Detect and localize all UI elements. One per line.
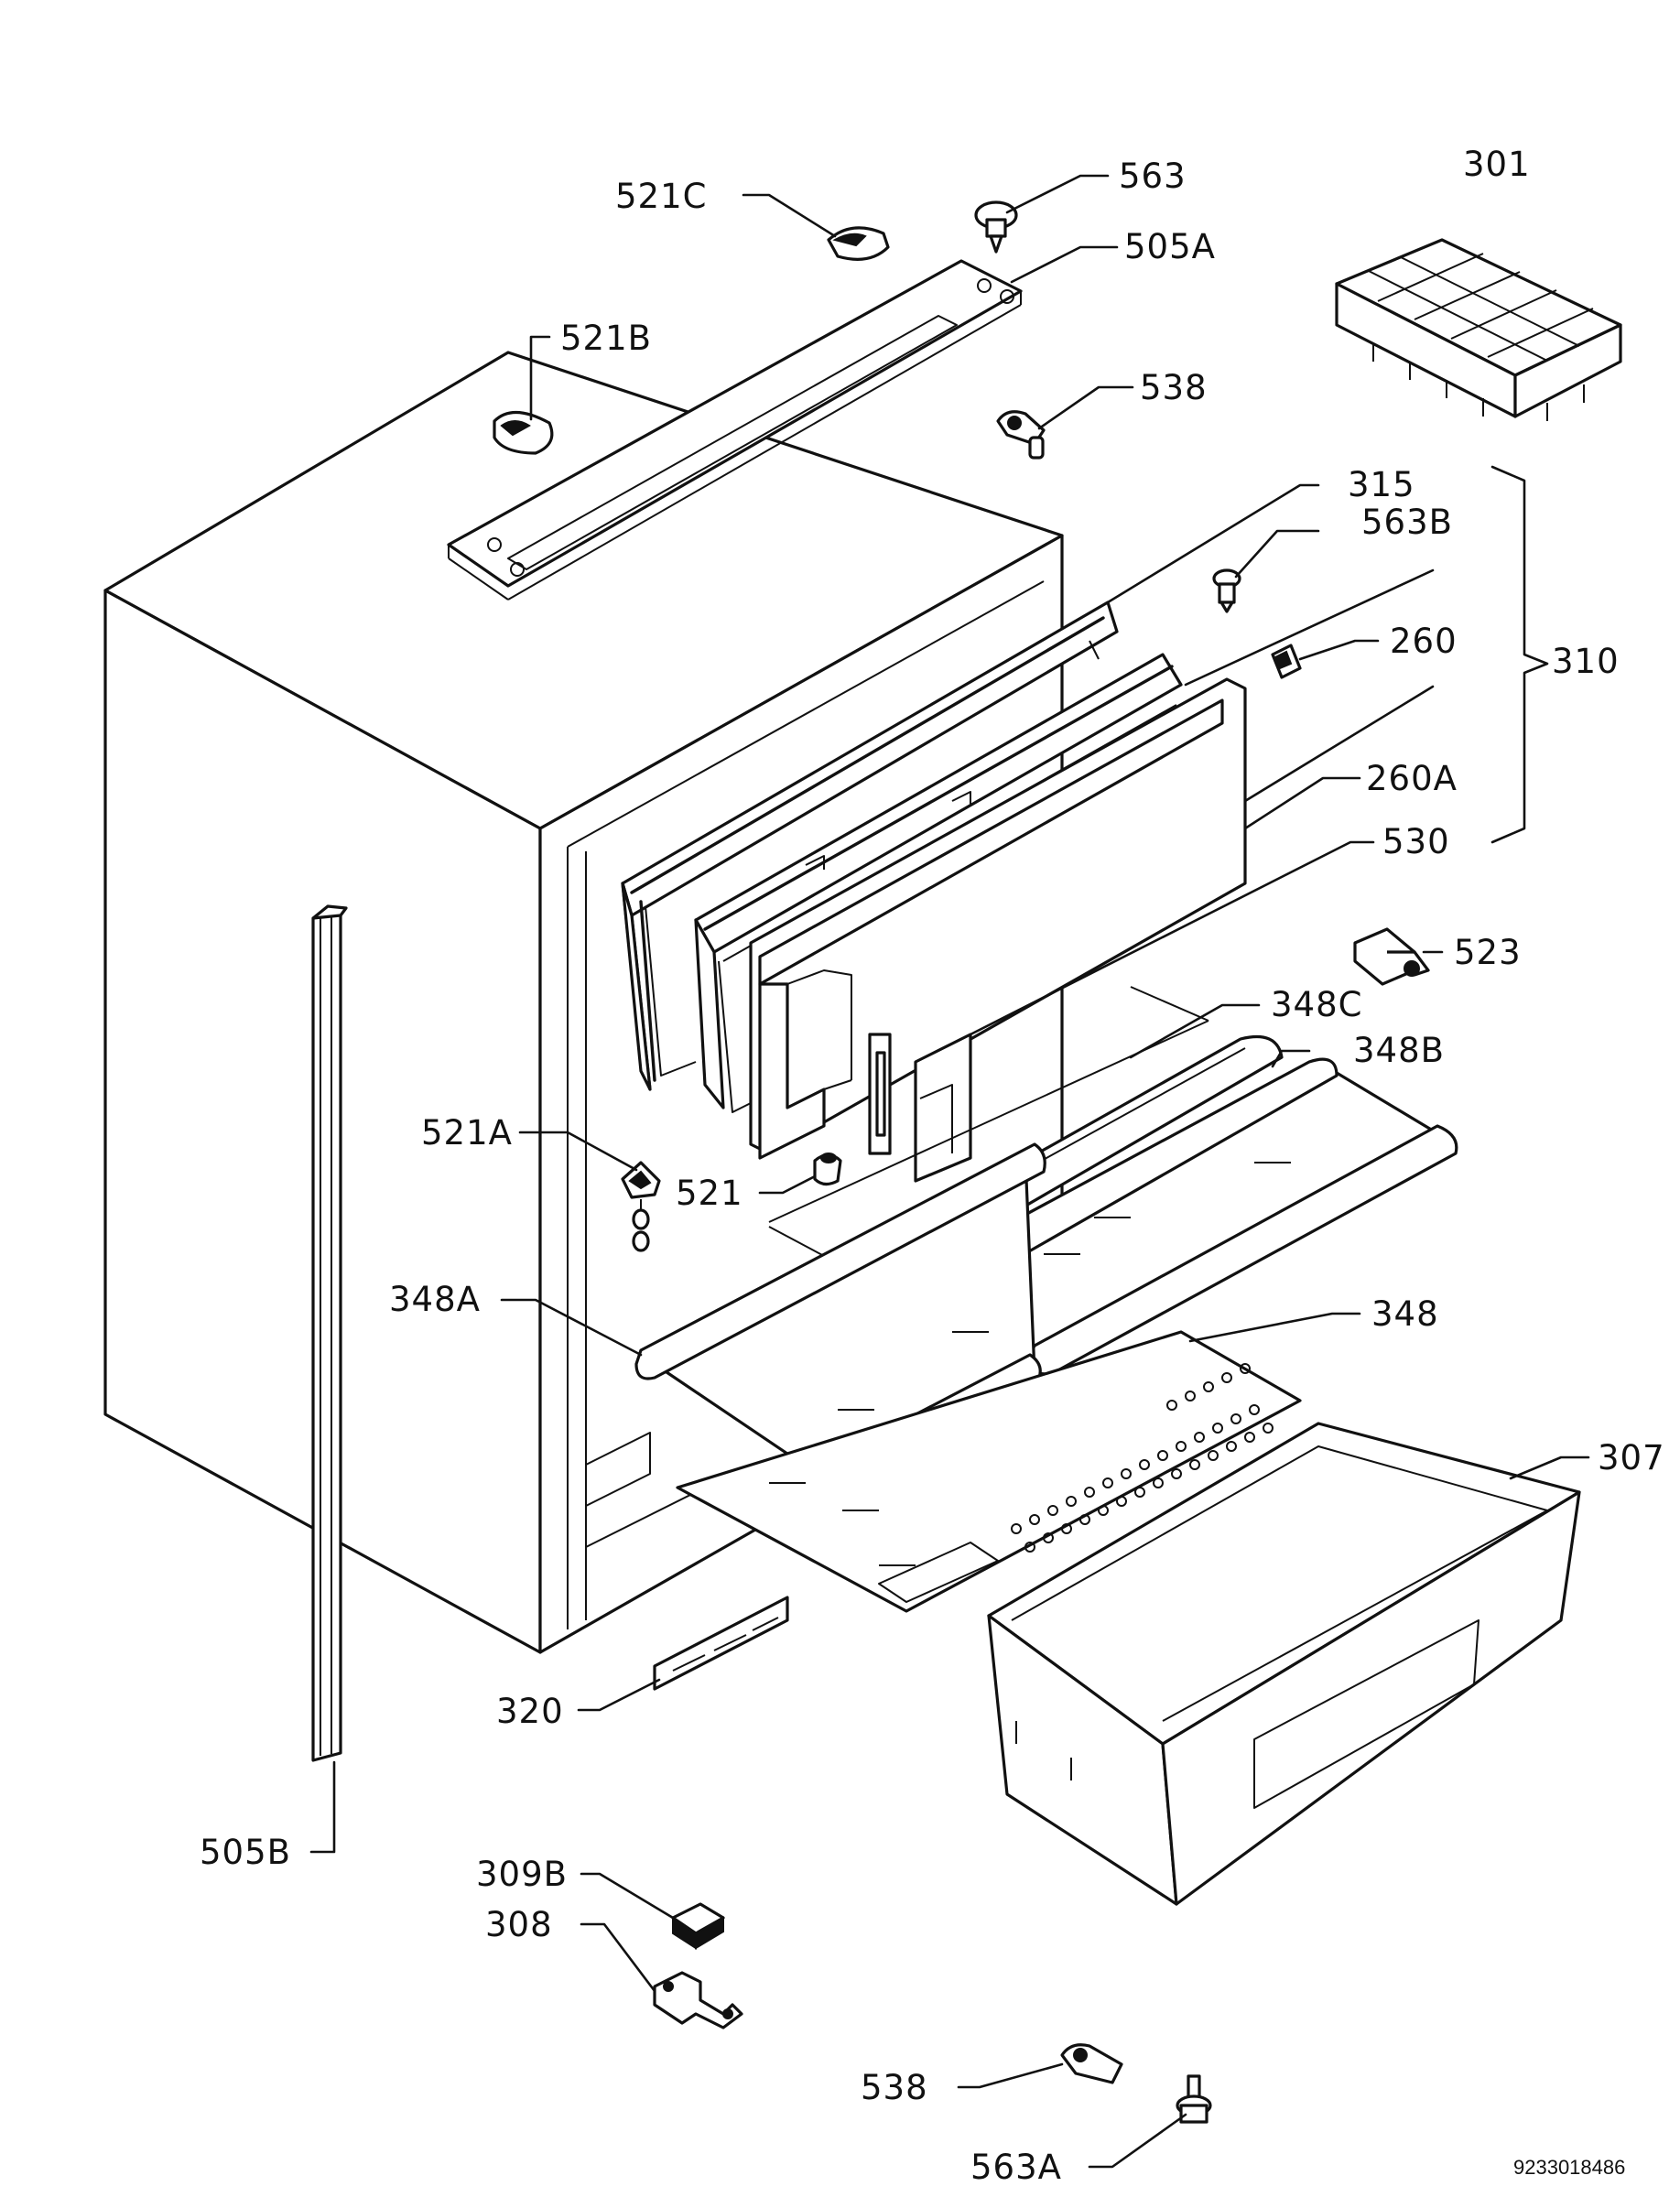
hinge-530 (868, 1033, 972, 1183)
part-labels: 301 563 521C 505A 521B 538 315 563B 260 … (200, 145, 1665, 2187)
label-301: 301 (1463, 145, 1531, 184)
cap-521c (827, 226, 890, 261)
label-563b: 563B (1361, 503, 1453, 542)
label-521: 521 (676, 1174, 743, 1213)
label-310: 310 (1552, 642, 1620, 681)
crisper-drawer-307 (987, 1422, 1581, 1906)
label-348: 348 (1371, 1294, 1439, 1334)
label-260: 260 (1390, 622, 1458, 661)
glass-cover-348 (676, 1330, 1302, 1613)
label-530: 530 (1382, 822, 1450, 861)
label-563: 563 (1119, 157, 1187, 196)
label-315: 315 (1348, 465, 1415, 504)
clip-260 (1271, 644, 1302, 679)
part-523 (1353, 927, 1430, 986)
door-gasket-315 (621, 601, 1119, 1091)
cap-521b (493, 410, 554, 455)
label-260a: 260A (1366, 759, 1458, 798)
label-538-bottom: 538 (861, 2068, 928, 2107)
vertical-strip-505b (311, 904, 348, 1762)
part-521a (621, 1161, 661, 1252)
label-538-top: 538 (1140, 368, 1208, 407)
label-309b: 309B (476, 1855, 568, 1894)
label-308: 308 (485, 1905, 553, 1944)
label-348a: 348A (389, 1280, 481, 1319)
label-563a: 563A (970, 2148, 1062, 2187)
label-307: 307 (1598, 1438, 1665, 1477)
label-320: 320 (496, 1692, 564, 1731)
label-521a: 521A (421, 1113, 513, 1153)
hinge-538-bottom (1060, 2043, 1123, 2084)
door-frame-260 (694, 653, 1183, 1113)
part-521 (813, 1153, 842, 1186)
part-309b (671, 1902, 725, 1950)
label-505a: 505A (1124, 227, 1216, 266)
document-number: 9233018486 (1513, 2156, 1625, 2179)
leader-lines (309, 174, 1590, 2169)
label-348c: 348C (1271, 985, 1362, 1024)
screw-563a (1176, 2074, 1212, 2124)
top-strip-505a (447, 259, 1023, 601)
label-521c: 521C (615, 177, 707, 216)
screw-563b (1212, 568, 1241, 613)
ice-tray-301 (1335, 238, 1622, 421)
label-505b: 505B (200, 1833, 291, 1872)
label-523: 523 (1454, 933, 1522, 972)
label-348b: 348B (1353, 1031, 1445, 1070)
part-308 (653, 1971, 743, 2029)
vent-strip-320 (653, 1596, 789, 1691)
label-521b: 521B (560, 319, 652, 358)
hinge-538-top (996, 410, 1046, 460)
screw-563 (974, 200, 1018, 254)
bracket-310 (1490, 465, 1549, 844)
